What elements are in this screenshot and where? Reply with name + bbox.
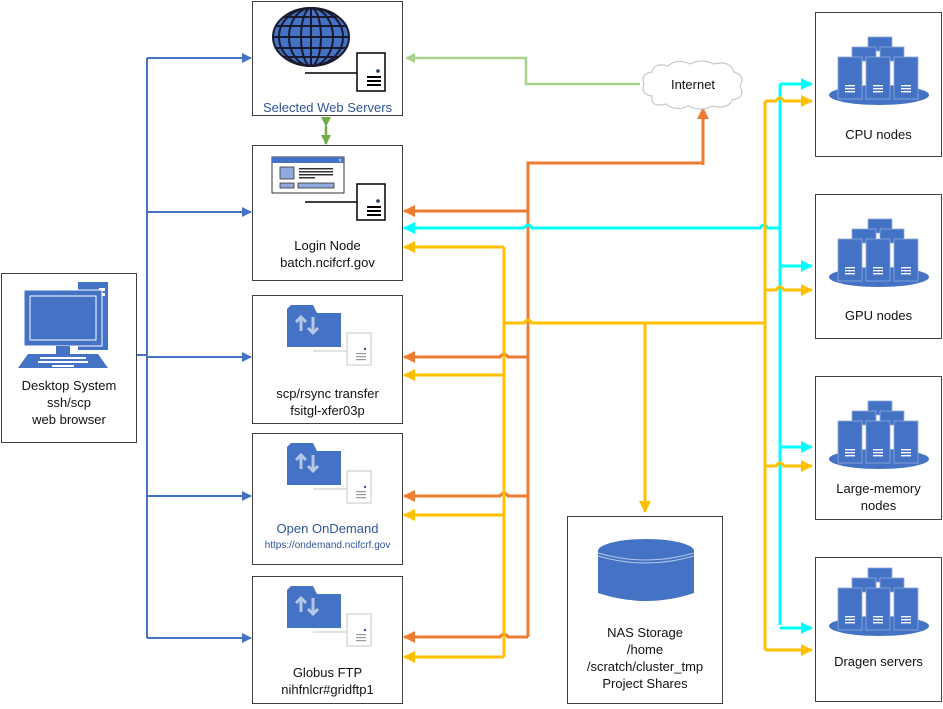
server-cluster-icon — [829, 567, 929, 636]
web-servers-label: Selected Web Servers — [262, 100, 393, 115]
connector-nas-yellow — [403, 95, 813, 663]
web-window-icon: × — [271, 156, 345, 194]
desktop-computer-icon — [18, 282, 108, 368]
web-servers-node[interactable]: Selected Web Servers — [252, 1, 403, 116]
server-icon — [305, 52, 386, 92]
large-memory-label-line1: Large-memory — [836, 481, 921, 496]
nas-storage-node[interactable]: NAS Storage /home /scratch/cluster_tmp P… — [567, 516, 723, 704]
globe-icon — [272, 7, 350, 67]
internet-node[interactable]: Internet — [638, 58, 748, 112]
dragen-servers[interactable]: Dragen servers — [815, 557, 942, 702]
nas-label-line1: NAS Storage — [607, 625, 683, 640]
gpu-nodes-label: GPU nodes — [844, 308, 913, 323]
gpu-nodes[interactable]: GPU nodes — [815, 194, 942, 339]
transfer-folder-icon — [287, 443, 372, 504]
login-node[interactable]: × Login Node batch.ncifcrf.gov — [252, 145, 403, 281]
svg-text:×: × — [338, 158, 342, 164]
connector-desktop — [137, 53, 252, 643]
globus-label-line2: nihfnlcr#gridftp1 — [281, 682, 374, 697]
login-node-label-line2: batch.ncifcrf.gov — [280, 255, 375, 270]
globus-label-line1: Globus FTP — [292, 665, 363, 680]
login-node-label-line1: Login Node — [294, 238, 361, 253]
desktop-label-line1: Desktop System — [21, 378, 117, 393]
cpu-nodes-label: CPU nodes — [845, 127, 912, 142]
transfer-folder-icon — [287, 586, 372, 647]
scp-transfer-label-line2: fsitgl-xfer03p — [290, 403, 365, 418]
desktop-label-line3: web browser — [32, 412, 106, 427]
server-cluster-icon — [829, 400, 929, 469]
ondemand-node[interactable]: Open OnDemand https://ondemand.ncifcrf.g… — [252, 433, 403, 565]
cpu-nodes[interactable]: CPU nodes — [815, 12, 942, 157]
nas-label-line4: Project Shares — [602, 676, 688, 691]
desktop-node[interactable]: Desktop System ssh/scp web browser — [1, 273, 137, 443]
nas-label-line3: /scratch/cluster_tmp — [586, 659, 704, 674]
scp-transfer-node[interactable]: scp/rsync transfer fsitgl-xfer03p — [252, 295, 403, 424]
transfer-folder-icon — [287, 305, 372, 366]
ondemand-url[interactable]: https://ondemand.ncifcrf.gov — [264, 540, 391, 551]
large-memory-label-line2: nodes — [860, 498, 897, 513]
nas-label-line2: /home — [626, 642, 664, 657]
connector-internet-web — [405, 53, 640, 86]
server-icon — [305, 183, 386, 221]
ondemand-label-line1: Open OnDemand — [276, 521, 379, 536]
connector-compute-cyan — [403, 78, 813, 634]
server-cluster-icon — [829, 36, 929, 105]
desktop-label-line2: ssh/scp — [46, 395, 92, 410]
large-memory-nodes[interactable]: Large-memory nodes — [815, 376, 942, 520]
globus-node[interactable]: Globus FTP nihfnlcr#gridftp1 — [252, 576, 403, 704]
cloud-icon — [642, 60, 743, 110]
server-cluster-icon — [829, 218, 929, 287]
dragen-label: Dragen servers — [834, 654, 923, 669]
scp-transfer-label-line1: scp/rsync transfer — [276, 386, 379, 401]
database-icon — [597, 539, 695, 601]
internet-label: Internet — [670, 77, 716, 92]
